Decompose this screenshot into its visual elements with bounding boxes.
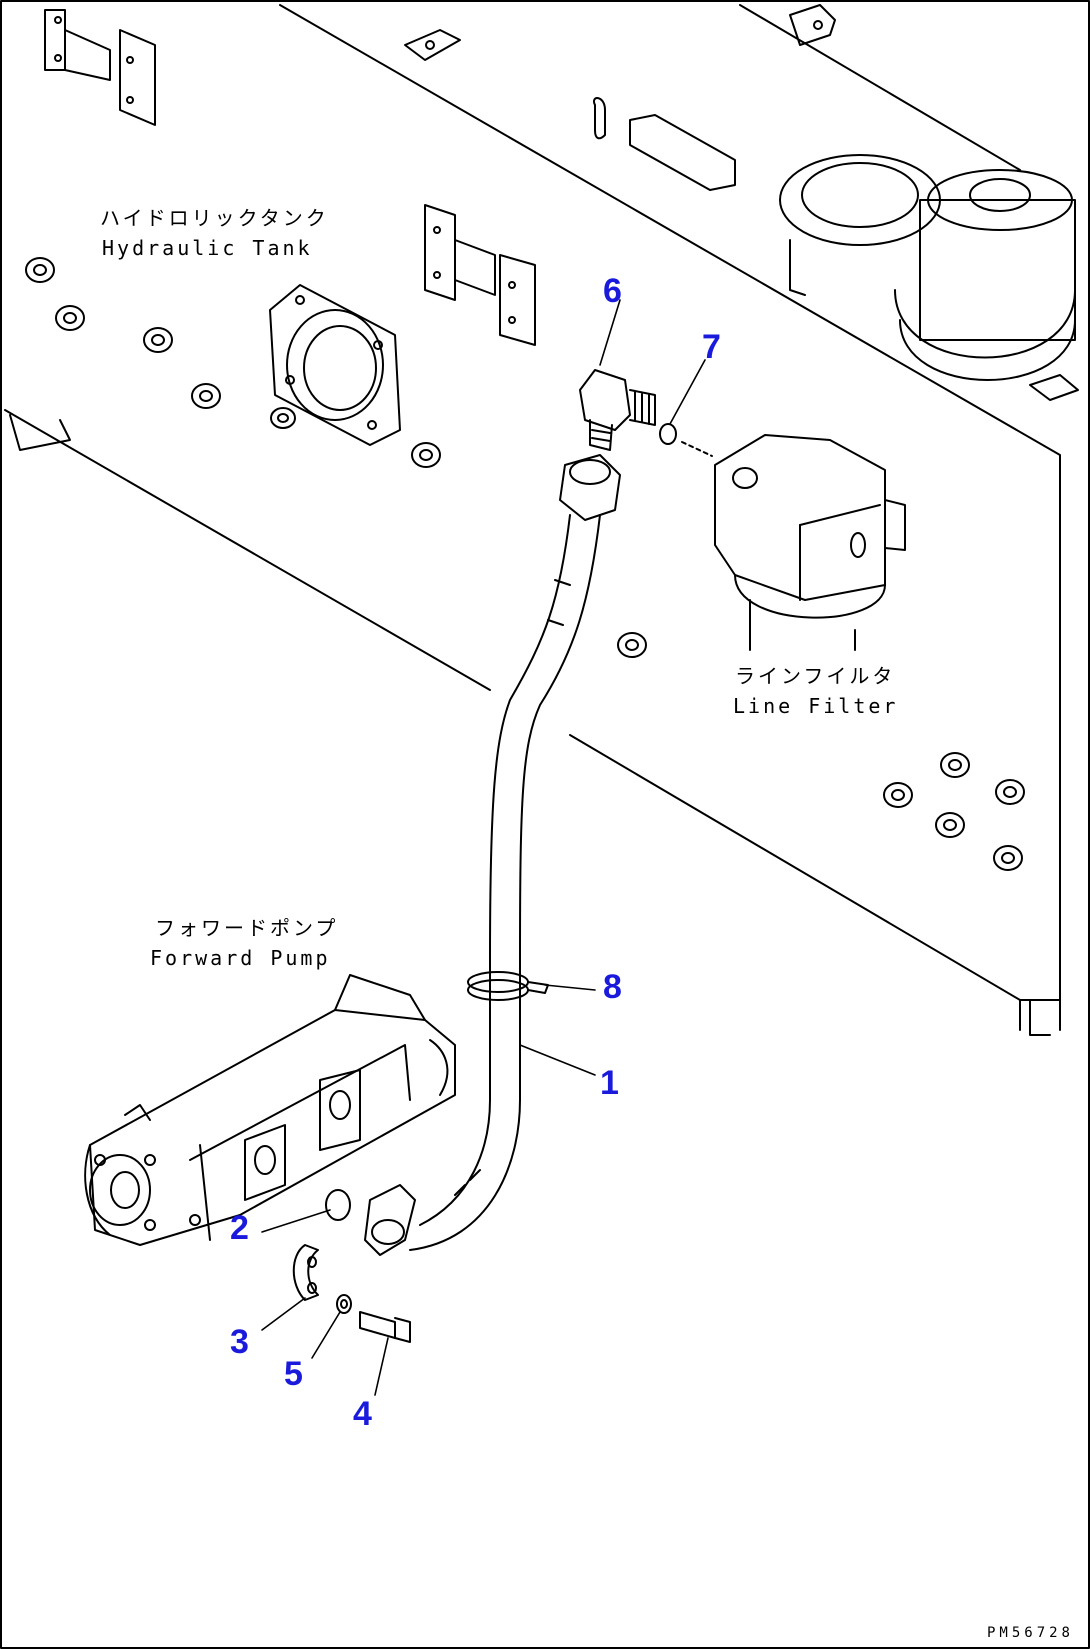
forward-pump-label-jp: フォワードポンプ	[155, 916, 339, 940]
line-filter-label-jp: ラインフイルタ	[735, 664, 896, 688]
callout-7: 7	[702, 328, 721, 366]
o-ring-filter	[659, 423, 677, 445]
hydraulic-tank	[4, 4, 1079, 1036]
tank-bosses	[25, 257, 1025, 871]
drawing-code: PM56728	[986, 1625, 1074, 1641]
callout-3: 3	[230, 1323, 249, 1361]
hose-clamp	[467, 971, 549, 1001]
line-filter	[714, 434, 906, 651]
callout-8: 8	[603, 968, 622, 1006]
bolt	[359, 1311, 411, 1343]
hydraulic-tank-label-en: Hydraulic Tank	[102, 236, 313, 260]
callout-2: 2	[230, 1209, 249, 1247]
leader-lines	[261, 299, 706, 1396]
callout-4: 4	[353, 1395, 372, 1433]
split-flange	[292, 1244, 319, 1301]
callout-1: 1	[600, 1064, 619, 1102]
washer	[336, 1294, 352, 1314]
hydraulic-tank-label-jp: ハイドロリックタンク	[100, 206, 329, 230]
hose-assembly	[364, 454, 621, 1256]
o-ring-pump	[325, 1189, 351, 1221]
callout-5: 5	[284, 1355, 303, 1393]
forward-pump-label-en: Forward Pump	[150, 946, 331, 970]
forward-pump	[84, 974, 456, 1246]
line-filter-label-en: Line Filter	[733, 694, 899, 718]
callout-6: 6	[603, 272, 622, 310]
elbow-fitting	[579, 369, 656, 451]
